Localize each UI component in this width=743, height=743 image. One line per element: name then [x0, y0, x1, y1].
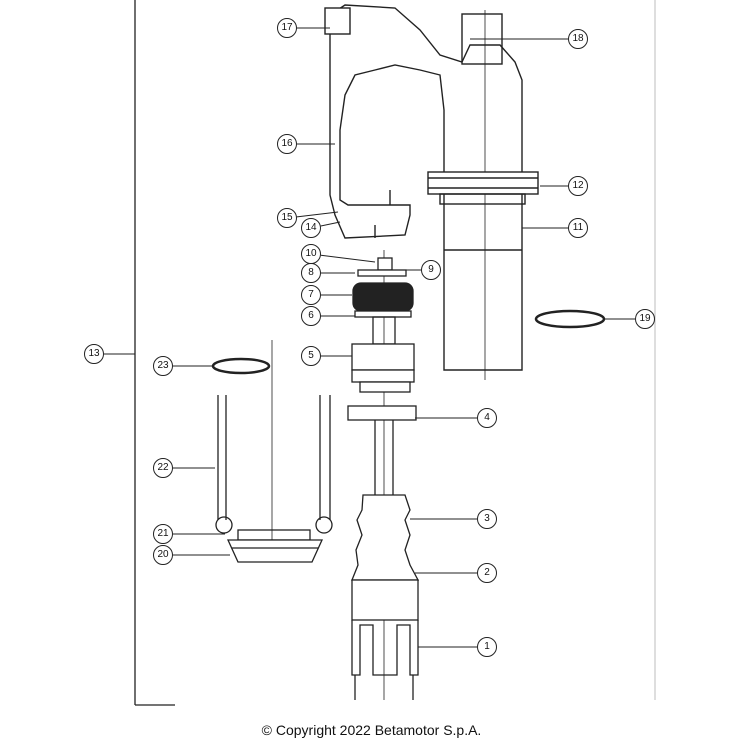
part-callout-9[interactable]: 9: [421, 260, 441, 280]
part-callout-19[interactable]: 19: [635, 309, 655, 329]
assembly-bracket: [134, 0, 656, 706]
part-callout-22[interactable]: 22: [153, 458, 173, 478]
leader-line-10: [320, 254, 376, 263]
part-callout-10[interactable]: 10: [301, 244, 321, 264]
part-callout-16[interactable]: 16: [277, 134, 297, 154]
shock-head-reservoir: [324, 4, 539, 371]
o-ring-19: [534, 309, 606, 329]
part-callout-4[interactable]: 4: [477, 408, 497, 428]
shaft-stack: [347, 257, 420, 700]
leader-line-14: [320, 221, 341, 227]
part-callout-7[interactable]: 7: [301, 285, 321, 305]
part-callout-8[interactable]: 8: [301, 263, 321, 283]
part-callout-23[interactable]: 23: [153, 356, 173, 376]
part-callout-11[interactable]: 11: [568, 218, 588, 238]
part-callout-17[interactable]: 17: [277, 18, 297, 38]
part-callout-12[interactable]: 12: [568, 176, 588, 196]
part-callout-2[interactable]: 2: [477, 563, 497, 583]
part-callout-18[interactable]: 18: [568, 29, 588, 49]
part-callout-5[interactable]: 5: [301, 346, 321, 366]
spring-seat: [226, 529, 324, 563]
part-callout-15[interactable]: 15: [277, 208, 297, 228]
part-callout-20[interactable]: 20: [153, 545, 173, 565]
part-callout-3[interactable]: 3: [477, 509, 497, 529]
part-callout-6[interactable]: 6: [301, 306, 321, 326]
spring-22: [215, 395, 333, 534]
part-callout-14[interactable]: 14: [301, 218, 321, 238]
part-callout-21[interactable]: 21: [153, 524, 173, 544]
part-callout-13[interactable]: 13: [84, 344, 104, 364]
copyright-text: © Copyright 2022 Betamotor S.p.A.: [261, 722, 482, 738]
o-ring-23: [211, 357, 271, 375]
leader-line-15: [296, 211, 339, 218]
part-callout-1[interactable]: 1: [477, 637, 497, 657]
